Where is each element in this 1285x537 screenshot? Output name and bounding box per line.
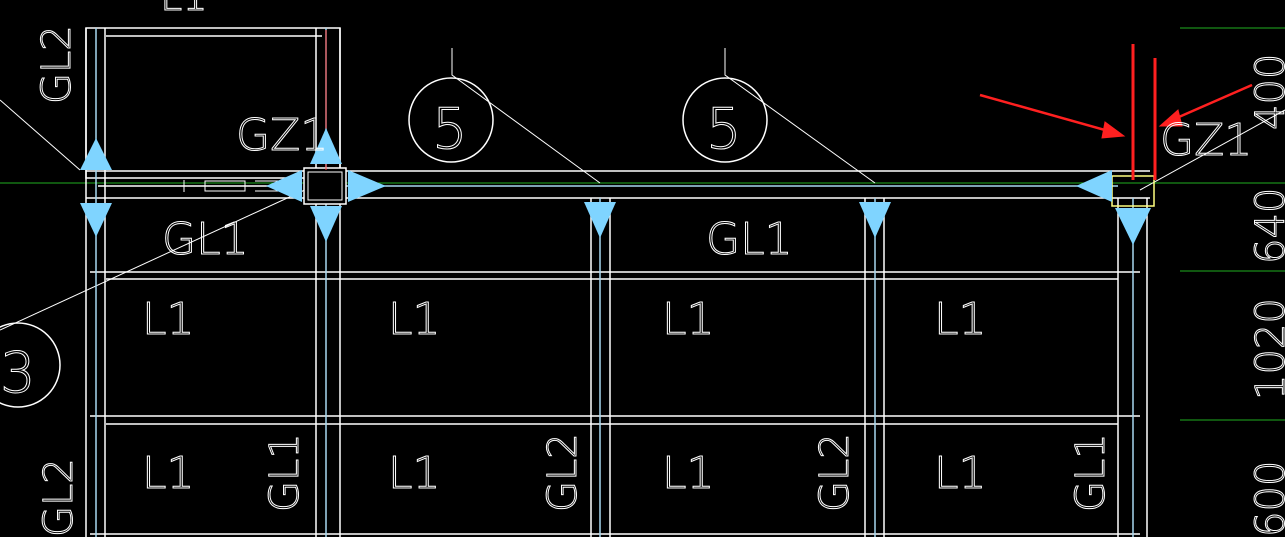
callout-label-3: 3 — [0, 341, 36, 406]
support-arrow-up — [80, 138, 112, 170]
label-l1: L1 — [662, 294, 715, 345]
label-l1: L1 — [142, 448, 195, 499]
label-gl2-top-left: GL2 — [34, 25, 80, 104]
label-vertical-gl2: GL2 — [812, 433, 858, 512]
callout-circle-3 — [0, 322, 61, 408]
support-arrow-up — [310, 128, 342, 164]
dimension-text: 640 — [1248, 188, 1285, 264]
leader-line-callout-3 — [0, 182, 321, 331]
red-annotation-arrows[interactable] — [979, 83, 1253, 139]
dimension-text: 600 — [1248, 461, 1285, 537]
label-l1: L1 — [662, 448, 715, 499]
main-beam-gl1[interactable] — [86, 170, 1150, 199]
column-gz1-left[interactable] — [303, 167, 347, 205]
label-top-partial: L1 — [160, 0, 208, 20]
callout-label-5-a: 5 — [432, 97, 468, 162]
red-arrow-left-head — [1101, 121, 1126, 139]
leader-lines — [0, 48, 1285, 331]
red-arrow-right-shaft — [1171, 83, 1253, 122]
support-arrow-down — [859, 202, 891, 238]
leader-line-callout-5-b — [724, 48, 876, 184]
label-vertical-gl2: GL2 — [540, 433, 586, 512]
callout-circle-5-a — [408, 77, 494, 163]
red-arrow-left-shaft — [979, 93, 1113, 134]
callout-circle-5-b — [682, 77, 768, 163]
label-vertical-gl1: GL1 — [1068, 433, 1114, 512]
dimension-text: 400 — [1248, 54, 1285, 130]
label-gz1-right: GZ1 — [1160, 115, 1252, 166]
green-guide-lines — [0, 27, 1285, 421]
vertical-beams[interactable] — [85, 28, 1148, 537]
label-gl2-bottom-left: GL2 — [36, 458, 82, 537]
label-gz1-left: GZ1 — [236, 110, 328, 161]
support-arrow-down — [1115, 208, 1151, 245]
dimension-text: 1020 — [1248, 298, 1285, 400]
label-vertical-gl1: GL1 — [262, 433, 308, 512]
red-marker-lines — [1131, 44, 1157, 180]
support-arrow-down — [80, 203, 112, 237]
leader-line-callout-5-a — [451, 48, 601, 184]
label-gl1-mid: GL1 — [706, 214, 793, 265]
callout-circles[interactable] — [0, 77, 768, 408]
support-arrow-left — [1076, 170, 1112, 202]
support-arrow-left — [266, 170, 302, 202]
support-arrow-right — [348, 170, 386, 202]
label-l1: L1 — [142, 294, 195, 345]
red-arrow-right-head — [1158, 109, 1183, 127]
support-markers[interactable] — [80, 128, 1151, 245]
label-l1: L1 — [388, 294, 441, 345]
support-arrow-down — [584, 202, 616, 238]
support-arrow-down — [310, 206, 342, 242]
callout-label-5-b: 5 — [706, 97, 742, 162]
secondary-beams-l1[interactable] — [90, 271, 1140, 535]
label-l1: L1 — [934, 448, 987, 499]
label-l1: L1 — [388, 448, 441, 499]
label-l1: L1 — [934, 294, 987, 345]
label-gl1-left: GL1 — [162, 214, 249, 265]
leader-line-right — [1139, 109, 1285, 191]
leader-line — [0, 99, 81, 171]
